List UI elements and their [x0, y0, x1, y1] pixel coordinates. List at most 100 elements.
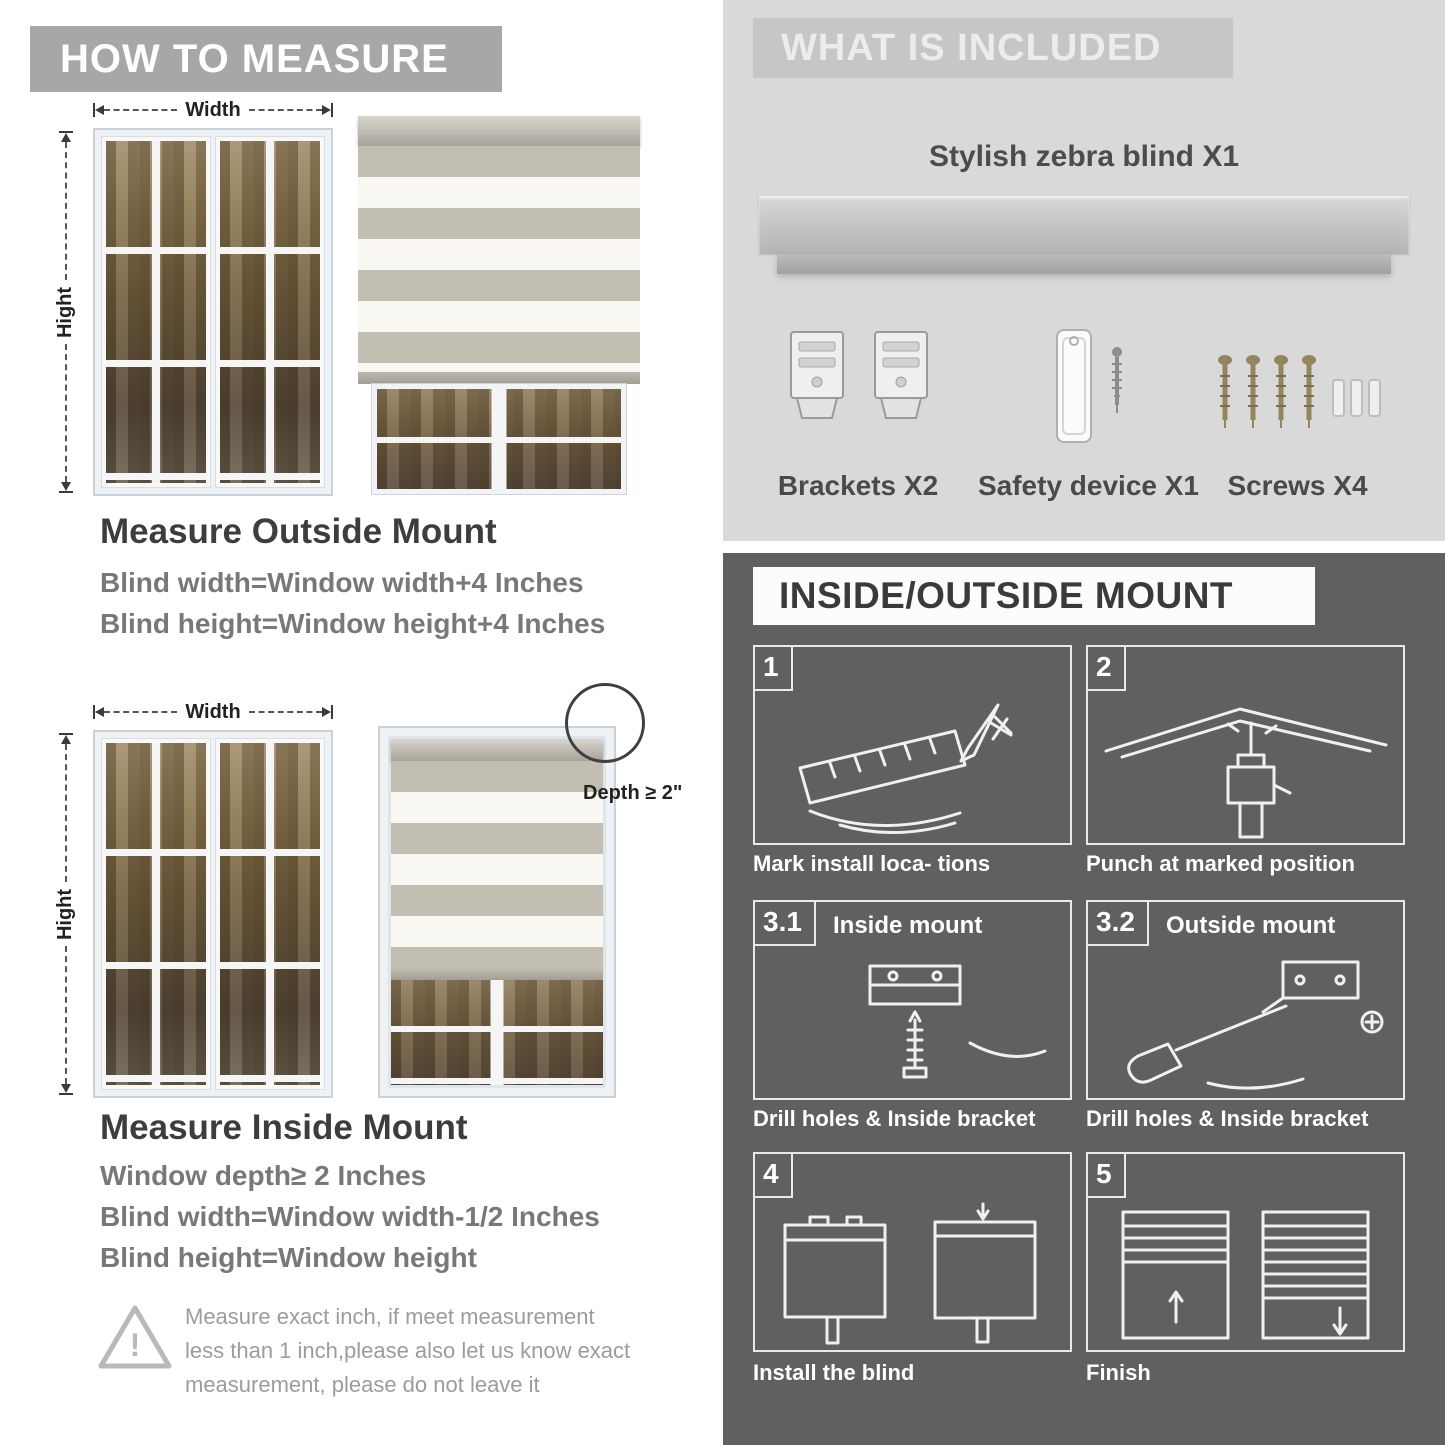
how-to-measure-banner: HOW TO MEASURE — [30, 26, 502, 92]
screws-label: Screws X4 — [1227, 470, 1368, 501]
step-number: 3.2 — [1088, 902, 1149, 946]
step-panel-3-1: 3.1 Inside mount — [753, 900, 1072, 1100]
safety-device-icon — [1056, 329, 1122, 443]
blind-rail-lip — [777, 254, 1391, 274]
width-label: Width — [185, 98, 241, 121]
inside-bracket-illustration — [868, 964, 1047, 1079]
blind-stripes — [391, 761, 603, 970]
window-sash — [102, 137, 210, 487]
window-under-blind — [371, 383, 627, 495]
step-title: Inside mount — [833, 912, 983, 939]
outside-mount-title: Measure Outside Mount — [100, 512, 497, 551]
step-panel-1: 1 — [753, 645, 1072, 845]
step-title: Outside mount — [1166, 912, 1336, 939]
step-panel-3-2: 3.2 Outside mount — [1086, 900, 1405, 1100]
inside-width-measure: Width — [93, 700, 334, 723]
window-sash — [216, 137, 324, 487]
measure-tick — [59, 131, 73, 133]
arrow-right-icon — [322, 707, 332, 717]
measure-dash — [248, 711, 323, 713]
step-caption-3-1: Drill holes & Inside bracket — [753, 1106, 1036, 1131]
safety-device-label: Safety device X1 — [977, 470, 1200, 501]
warning-exclamation: ! — [130, 1327, 141, 1363]
blind-bottomrail — [391, 970, 603, 980]
zebra-blind-outside-illustration — [358, 116, 640, 495]
measure-dash — [65, 744, 67, 882]
window-sash — [102, 739, 210, 1089]
step-number: 1 — [755, 647, 793, 691]
step-caption-4: Install the blind — [753, 1360, 915, 1385]
measure-dash — [104, 109, 178, 111]
window-sash — [216, 739, 324, 1089]
inside-formula-depth: Window depth≥ 2 Inches — [100, 1160, 427, 1191]
measure-tick — [93, 705, 95, 719]
measure-dash — [65, 142, 67, 280]
measure-tick — [331, 103, 334, 117]
mount-title: INSIDE/OUTSIDE MOUNT — [779, 575, 1234, 616]
step-caption-2: Punch at marked position — [1086, 851, 1355, 876]
measure-tick — [331, 705, 334, 719]
brackets-label: Brackets X2 — [777, 470, 939, 501]
arrow-down-icon — [61, 1084, 71, 1093]
arrow-left-icon — [95, 105, 104, 115]
step-caption-5: Finish — [1086, 1360, 1151, 1385]
depth-detail-circle — [565, 683, 645, 763]
outside-formula-height: Blind height=Window height+4 Inches — [100, 608, 606, 639]
measure-dash — [104, 711, 178, 713]
step-panel-2: 2 — [1086, 645, 1405, 845]
window-illustration-inside — [93, 730, 333, 1098]
measure-dash — [248, 109, 323, 111]
inside-formula-height: Blind height=Window height — [100, 1242, 477, 1273]
install-blind-illustration — [783, 1202, 1037, 1345]
inside-height-measure: Hight — [55, 733, 77, 1095]
measure-note: Measure exact inch, if meet measurement … — [185, 1304, 631, 1398]
blind-headrail — [358, 116, 640, 146]
bracket-icon — [874, 331, 928, 419]
step-panel-5: 5 — [1086, 1152, 1405, 1352]
step-number: 2 — [1088, 647, 1126, 691]
finish-illustration — [1121, 1210, 1370, 1340]
step-panel-4: 4 — [753, 1152, 1072, 1352]
measure-dash — [65, 344, 67, 482]
mount-banner: INSIDE/OUTSIDE MOUNT — [753, 567, 1315, 625]
screws-icon — [1218, 355, 1381, 428]
what-is-included-title: WHAT IS INCLUDED — [781, 26, 1162, 69]
warning-triangle-icon: ! — [98, 1305, 172, 1369]
window-illustration-outside — [93, 128, 333, 496]
depth-label: Depth ≥ 2" — [583, 782, 683, 804]
arrow-right-icon — [322, 105, 332, 115]
what-is-included-banner: WHAT IS INCLUDED — [753, 18, 1233, 78]
outside-bracket-illustration — [1127, 960, 1384, 1090]
outside-formula-width: Blind width=Window width+4 Inches — [100, 567, 584, 598]
inside-formula-width: Blind width=Window width-1/2 Inches — [100, 1201, 600, 1232]
step-number: 4 — [755, 1154, 793, 1198]
step-caption-3-2: Drill holes & Inside bracket — [1086, 1106, 1369, 1131]
measure-dash — [65, 946, 67, 1084]
blind-rail-illustration — [759, 196, 1409, 254]
blind-stripes — [358, 146, 640, 372]
outside-height-measure: Hight — [55, 131, 77, 493]
measure-tick — [93, 103, 95, 117]
step-caption-1: Mark install loca- tions — [753, 851, 991, 876]
mount-steps-section: INSIDE/OUTSIDE MOUNT 1 2 — [723, 553, 1445, 1445]
what-is-included-section: WHAT IS INCLUDED Stylish zebra blind X1 — [723, 0, 1445, 541]
measure-tick — [59, 733, 73, 735]
arrow-up-icon — [61, 133, 71, 142]
blind-bottomrail — [358, 372, 640, 384]
step-number: 3.1 — [755, 902, 816, 946]
step-number: 5 — [1088, 1154, 1126, 1198]
width-label: Width — [185, 700, 241, 723]
height-label: Hight — [54, 286, 77, 338]
arrow-up-icon — [61, 735, 71, 744]
height-label: Hight — [54, 888, 77, 940]
inside-mount-title: Measure Inside Mount — [100, 1108, 468, 1147]
zebra-blind-inside-illustration — [378, 726, 616, 1098]
blind-headrail — [391, 739, 603, 761]
measure-tick — [59, 491, 73, 493]
arrow-down-icon — [61, 482, 71, 491]
bracket-icon — [790, 331, 844, 419]
how-to-measure-title: HOW TO MEASURE — [60, 36, 449, 81]
arrow-left-icon — [95, 707, 104, 717]
drill-illustration — [1104, 707, 1388, 839]
